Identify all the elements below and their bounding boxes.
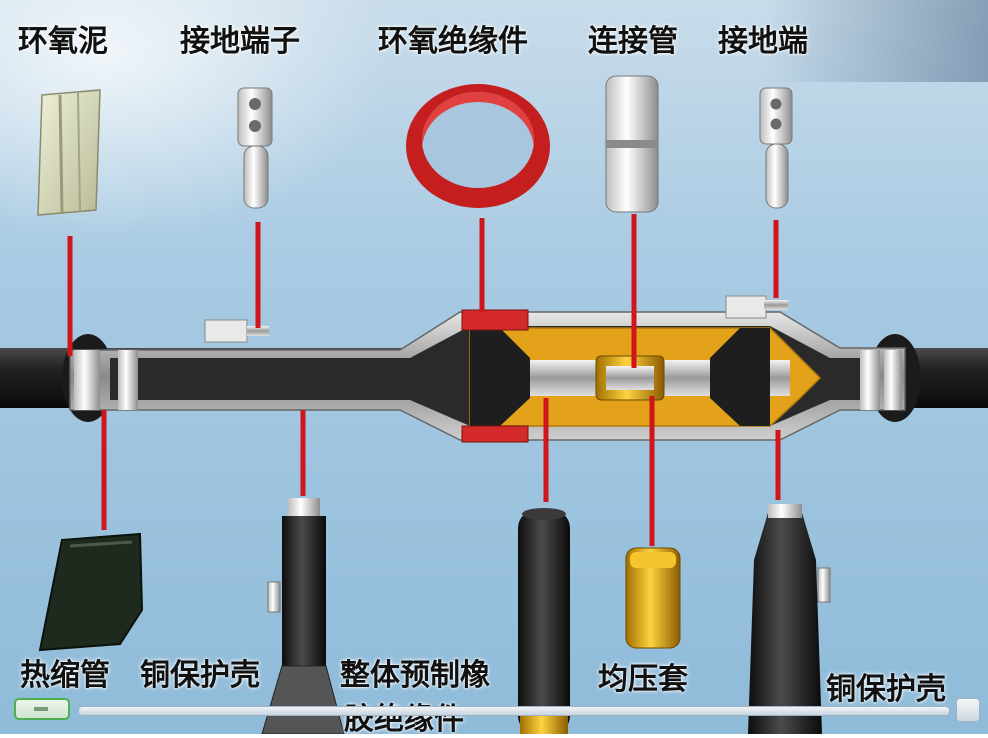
- stop-button[interactable]: [14, 698, 70, 720]
- leader-lines: [67, 214, 781, 546]
- label-copper-shell-right: 铜保护壳: [826, 672, 946, 707]
- label-copper-shell-left: 铜保护壳: [140, 658, 260, 693]
- label-grounding-terminal: 接地端子: [180, 24, 300, 59]
- label-grounding-end: 接地端: [718, 24, 808, 59]
- background-shade: [763, 0, 988, 82]
- heat-shrink-tube-part: [38, 532, 144, 652]
- label-stress-shield: 均压套: [598, 662, 688, 697]
- label-heat-shrink-tube: 热缩管: [20, 658, 110, 693]
- label-prefab-insulator-line1: 整体预制橡: [340, 658, 490, 693]
- copper-shell-right-part: [748, 504, 831, 734]
- epoxy-putty-part: [37, 89, 101, 216]
- stop-icon: [34, 707, 48, 711]
- grounding-terminal-left-part: [237, 87, 273, 209]
- copper-shell-left-part: [261, 498, 345, 734]
- epoxy-insulator-ring-part: [406, 84, 550, 208]
- connector-tube-part: [605, 75, 659, 213]
- playback-bar: [8, 692, 980, 726]
- label-connector-tube: 连接管: [588, 24, 678, 59]
- label-epoxy-insulator: 环氧绝缘件: [378, 24, 528, 59]
- progress-track[interactable]: [78, 706, 950, 716]
- grounding-terminal-right-part: [759, 87, 793, 209]
- label-epoxy-putty: 环氧泥: [18, 24, 108, 59]
- prefab-rubber-insulator-part: [518, 508, 570, 734]
- cable-assembly: [0, 295, 988, 443]
- progress-end-button[interactable]: [956, 698, 980, 722]
- stress-shield-part: [625, 547, 681, 649]
